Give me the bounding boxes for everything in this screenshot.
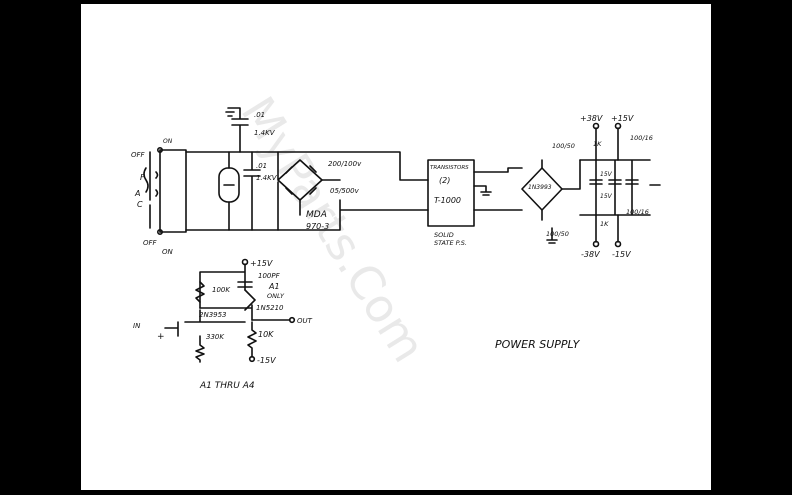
cap-100-50b-label: 100/50	[546, 230, 569, 238]
t1000-label: T-1000	[434, 196, 461, 205]
label-f: F	[140, 173, 145, 182]
minus-15-label: -15V	[612, 250, 631, 259]
label-ac-c: C	[137, 200, 143, 209]
capacitor-01-side	[243, 151, 261, 231]
voltage-200-label: 200/100v	[328, 160, 362, 168]
mda-number-label: 970-3	[306, 222, 329, 231]
capacitor-01-top	[225, 107, 249, 153]
neon-lamp	[218, 151, 240, 231]
bottom-bus-wire	[185, 199, 429, 231]
state-ps-label: STATE P.S.	[434, 239, 467, 247]
mda-label: MDA	[306, 210, 327, 220]
cap-100-16b-label: 100/16	[626, 208, 649, 216]
cap-01-label: .01	[254, 111, 265, 119]
plus-label: +	[157, 332, 165, 342]
cap-100-16a-label: 100/16	[630, 134, 653, 142]
resistor-1k-label: 1K	[593, 140, 602, 148]
output-bridge	[521, 159, 581, 221]
label-off-bottom: OFF	[143, 239, 158, 247]
cap-14kvb-label: 1.4KV	[256, 174, 278, 182]
a1-label: A1	[268, 282, 280, 291]
amp-plus15-label: +15V	[250, 259, 273, 268]
transistor-label: 2N3953	[199, 311, 227, 319]
resistor-100k-label: 100K	[212, 286, 231, 294]
cap-01b-label: .01	[256, 162, 267, 170]
power-supply-title: POWER SUPPLY	[495, 338, 581, 351]
label-ac-a: A	[134, 189, 140, 198]
resistor-330k-label: 330K	[206, 333, 225, 341]
a1-thru-a4-label: A1 THRU A4	[199, 381, 255, 391]
minus-38-label: -38V	[581, 250, 600, 259]
label-off-top: OFF	[131, 151, 146, 159]
top-bus-wire	[185, 151, 429, 181]
schematic-sheet	[81, 4, 711, 490]
zener-label: 1N5210	[256, 304, 284, 312]
plus-38-label: +38V	[580, 114, 603, 123]
cap-100pf-label: 100PF	[258, 272, 281, 280]
amplifier-circuit	[164, 258, 296, 363]
voltage-500-label: 05/500v	[330, 187, 360, 195]
cap-100-50a-label: 100/50	[552, 142, 575, 150]
power-switch	[143, 147, 187, 236]
label-on-top: ON	[163, 138, 173, 145]
diode-label: 1N3993	[528, 184, 552, 191]
only-label: ONLY	[267, 292, 285, 300]
plus-15-label: +15V	[611, 114, 634, 123]
solid-state-power-supply-box	[427, 159, 492, 227]
output-wires	[473, 167, 523, 211]
solid-label: SOLID	[434, 231, 454, 239]
cap-14kv-label: 1.4KV	[254, 129, 276, 137]
zener-15v-b-label: 15V	[600, 193, 613, 200]
transistors-label: TRANSISTORS	[430, 165, 469, 171]
two-label: (2)	[439, 176, 450, 185]
filter-network	[546, 122, 661, 248]
resistor-1k-b-label: 1K	[600, 220, 609, 228]
zener-15v-a-label: 15V	[600, 171, 613, 178]
output-label: OUT	[297, 317, 313, 325]
resistor-10k-label: 10K	[258, 330, 274, 339]
label-on-bottom: ON	[162, 248, 174, 256]
amp-minus15-label: -15V	[257, 356, 276, 365]
bridge-rectifier	[277, 151, 341, 231]
input-label: IN	[133, 322, 141, 330]
